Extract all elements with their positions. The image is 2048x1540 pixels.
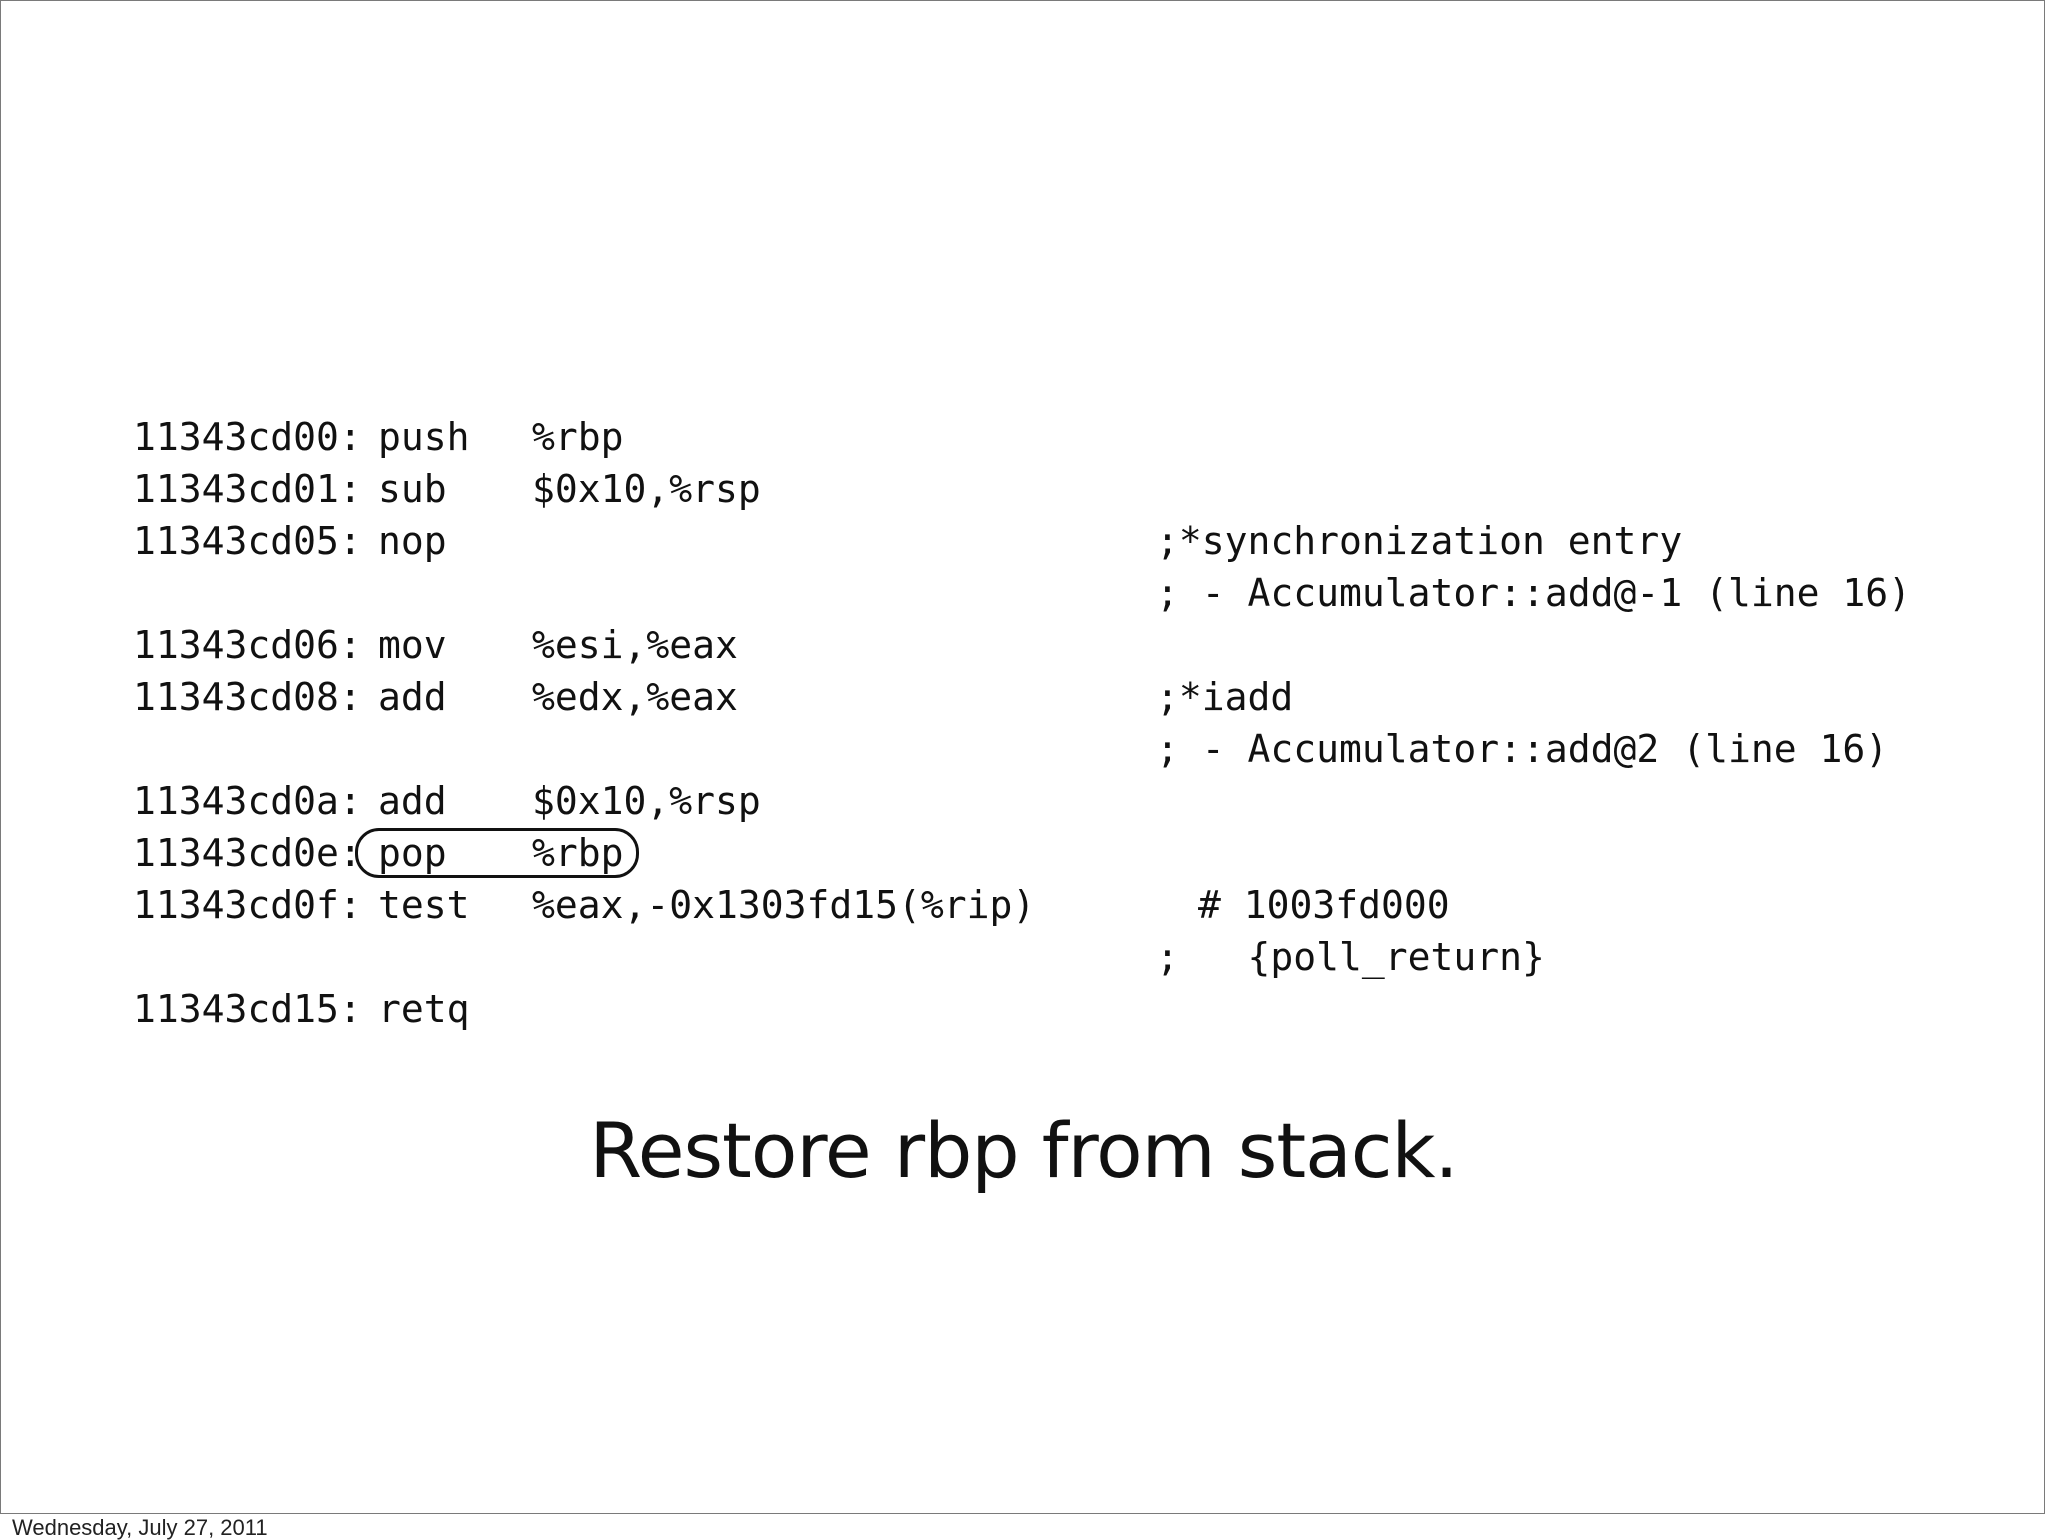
- code-address: 11343cd00:: [133, 415, 362, 459]
- code-operands: %edx,%eax: [532, 675, 738, 719]
- code-comment: ; {poll_return}: [1156, 935, 1545, 979]
- code-opcode: nop: [378, 519, 447, 563]
- code-opcode: sub: [378, 467, 447, 511]
- code-address: 11343cd05:: [133, 519, 362, 563]
- disassembly-listing: 11343cd00: push %rbp 11343cd01: sub $0x1…: [1, 1, 2046, 1101]
- code-comment: ; - Accumulator::add@-1 (line 16): [1156, 571, 1911, 615]
- code-operands: %rbp: [532, 831, 624, 875]
- code-comment: ;*iadd: [1156, 675, 1294, 719]
- code-address: 11343cd08:: [133, 675, 362, 719]
- highlight-outline: [355, 828, 639, 878]
- code-comment: ;*synchronization entry: [1156, 519, 1683, 563]
- code-comment: # 1003fd000: [1198, 883, 1450, 927]
- code-opcode: add: [378, 675, 447, 719]
- code-operands: $0x10,%rsp: [532, 779, 761, 823]
- code-operands: %eax,-0x1303fd15(%rip): [532, 883, 1036, 927]
- code-opcode: pop: [378, 831, 447, 875]
- code-opcode: push: [378, 415, 470, 459]
- code-operands: %rbp: [532, 415, 624, 459]
- code-operands: %esi,%eax: [532, 623, 738, 667]
- code-address: 11343cd0f:: [133, 883, 362, 927]
- slide-caption: Restore rbp from stack.: [589, 1106, 1458, 1195]
- code-comment: ; - Accumulator::add@2 (line 16): [1156, 727, 1889, 771]
- footer-date: Wednesday, July 27, 2011: [12, 1515, 268, 1540]
- code-address: 11343cd0e:: [133, 831, 362, 875]
- code-opcode: mov: [378, 623, 447, 667]
- code-address: 11343cd01:: [133, 467, 362, 511]
- code-opcode: add: [378, 779, 447, 823]
- code-opcode: test: [378, 883, 470, 927]
- code-opcode: retq: [378, 987, 470, 1031]
- code-operands: $0x10,%rsp: [532, 467, 761, 511]
- code-address: 11343cd15:: [133, 987, 362, 1031]
- code-address: 11343cd0a:: [133, 779, 362, 823]
- code-address: 11343cd06:: [133, 623, 362, 667]
